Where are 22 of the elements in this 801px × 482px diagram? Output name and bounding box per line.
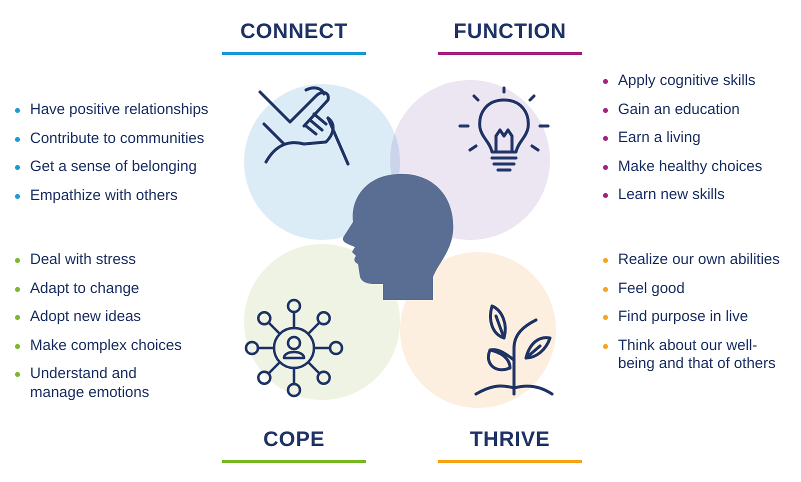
section-heading: FUNCTION bbox=[452, 19, 568, 45]
bullet-text: Learn new skills bbox=[618, 186, 725, 204]
bullet-text: Have positive relationships bbox=[30, 101, 208, 120]
section-heading: THRIVE bbox=[468, 427, 552, 453]
bullet-text: Understand and manage emotions bbox=[30, 365, 150, 402]
bullet-text: Gain an education bbox=[618, 100, 740, 119]
bullet-text: Realize our own abilities bbox=[618, 251, 780, 270]
bullet-text: Make healthy choices bbox=[618, 158, 762, 176]
bullet-text: Deal with stress bbox=[30, 251, 136, 270]
bullet-text: Make complex choices bbox=[30, 336, 182, 355]
bullet-text: Find purpose in live bbox=[618, 308, 748, 326]
bullet-text: Earn a living bbox=[618, 129, 701, 148]
bullet-text: Adopt new ideas bbox=[30, 308, 141, 326]
bullet-text: Get a sense of belonging bbox=[30, 158, 197, 176]
bullet-text: Contribute to communities bbox=[30, 130, 204, 148]
bullet-text: Apply cognitive skills bbox=[618, 72, 756, 90]
section-heading: COPE bbox=[262, 427, 326, 453]
bullet-text: Feel good bbox=[618, 280, 685, 298]
bullet-text: Adapt to change bbox=[30, 280, 140, 298]
bullet-text: Empathize with others bbox=[30, 186, 178, 205]
section-heading: CONNECT bbox=[239, 19, 349, 45]
bullet-text: Think about our well-being and that of others bbox=[618, 336, 777, 374]
